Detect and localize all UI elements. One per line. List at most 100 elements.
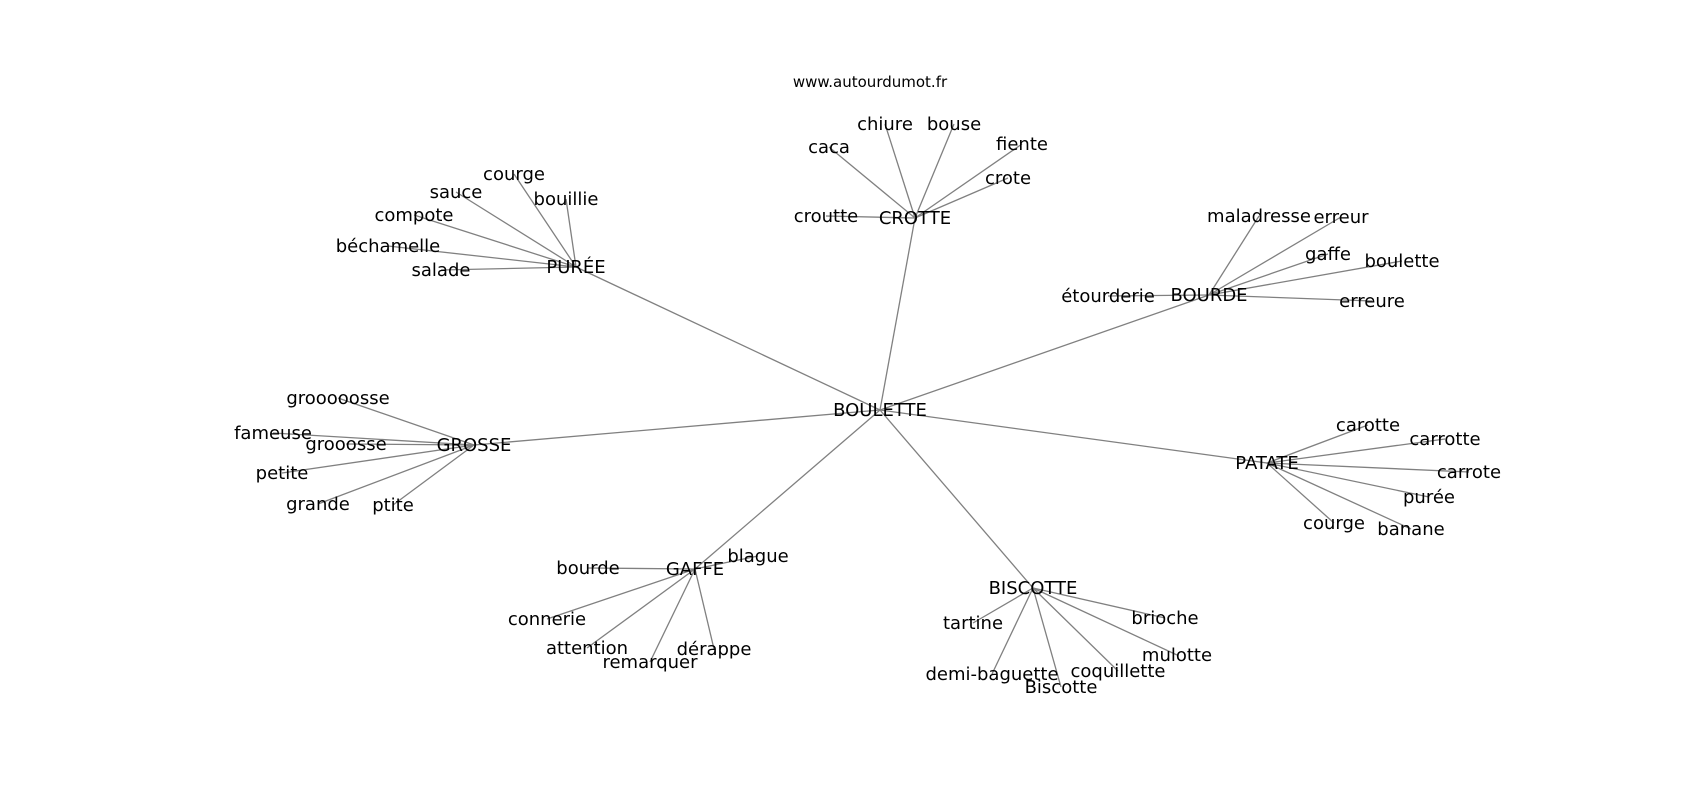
leaf-node-label[interactable]: purée (1403, 487, 1455, 508)
edge-hub-leaf (694, 568, 715, 650)
edge-hub-leaf (649, 568, 696, 663)
edge-center-hub (879, 409, 1268, 464)
leaf-node-label[interactable]: crote (985, 168, 1031, 189)
edge-hub-leaf (884, 123, 916, 219)
edge-hub-leaf (914, 143, 1023, 219)
edge-hub-leaf (317, 444, 475, 505)
edge-hub-leaf (455, 191, 577, 268)
hub-node-label[interactable]: PATATE (1235, 453, 1299, 474)
leaf-node-label[interactable]: chiure (857, 114, 913, 135)
leaf-node-label[interactable]: sauce (430, 182, 483, 203)
edge-hub-leaf (1032, 587, 1062, 688)
leaf-node-label[interactable]: erreure (1339, 291, 1405, 312)
leaf-node-label[interactable]: bouillie (534, 189, 599, 210)
leaf-node-label[interactable]: ptite (372, 495, 414, 516)
leaf-node-label[interactable]: étourderie (1061, 286, 1155, 307)
leaf-node-label[interactable]: carrotte (1409, 429, 1480, 450)
hub-node-label[interactable]: PURÉE (546, 256, 605, 278)
leaf-node-label[interactable]: salade (412, 260, 471, 281)
edge-hub-leaf (1032, 587, 1166, 619)
leaf-node-label[interactable]: fameuse (234, 423, 312, 444)
edge-hub-leaf (828, 146, 916, 219)
edge-center-hub (473, 409, 881, 446)
leaf-node-label[interactable]: caca (808, 137, 850, 158)
hub-node-label[interactable]: CROTTE (879, 208, 951, 229)
edge-hub-leaf (1266, 462, 1430, 498)
edge-hub-leaf (546, 568, 696, 620)
edge-hub-leaf (587, 567, 696, 570)
leaf-node-label[interactable]: béchamelle (336, 236, 441, 257)
edge-hub-leaf (1266, 462, 1470, 473)
edge-hub-leaf (1266, 462, 1412, 530)
edge-center-hub (694, 409, 881, 570)
edge-hub-leaf (387, 245, 577, 268)
leaf-node-label[interactable]: banane (1377, 519, 1444, 540)
leaf-node-label[interactable]: petite (256, 463, 309, 484)
leaf-node-label[interactable]: courge (1303, 513, 1365, 534)
leaf-node-label[interactable]: carotte (1336, 415, 1400, 436)
leaf-node-label[interactable]: tartine (943, 613, 1003, 634)
edge-hub-leaf (1208, 215, 1260, 296)
edge-center-hub (575, 266, 881, 411)
edge-hub-leaf (1266, 462, 1335, 524)
leaf-node-label[interactable]: remarquer (602, 652, 698, 673)
hub-node-label[interactable]: BISCOTTE (989, 578, 1078, 599)
edge-hub-leaf (281, 444, 475, 474)
leaf-node-label[interactable]: courge (483, 164, 545, 185)
hub-node-label[interactable]: GAFFE (666, 559, 724, 580)
leaf-node-label[interactable]: Biscotte (1025, 677, 1098, 698)
leaf-node-label[interactable]: fiente (996, 134, 1048, 155)
edge-hub-leaf (914, 177, 1009, 219)
edge-hub-leaf (825, 215, 916, 219)
edge-hub-leaf (1208, 294, 1373, 302)
leaf-node-label[interactable]: compote (374, 205, 453, 226)
leaf-node-label[interactable]: brioche (1131, 608, 1198, 629)
leaf-node-label[interactable]: boulette (1364, 251, 1439, 272)
edge-hub-leaf (694, 555, 759, 570)
edge-hub-leaf (1208, 260, 1403, 296)
edge-hub-leaf (1032, 587, 1119, 672)
hub-node-label[interactable]: GROSSE (437, 435, 512, 456)
leaf-node-label[interactable]: carrote (1437, 462, 1501, 483)
edge-hub-leaf (272, 432, 475, 446)
edge-hub-leaf (991, 587, 1034, 675)
edge-hub-leaf (914, 123, 955, 219)
graph-edges (272, 123, 1470, 688)
edge-hub-leaf (1107, 294, 1210, 297)
leaf-node-label[interactable]: coquillette (1070, 661, 1165, 682)
edge-center-hub (879, 294, 1210, 411)
leaf-node-label[interactable]: grooooosse (286, 388, 389, 409)
leaf-node-label[interactable]: bourde (556, 558, 619, 579)
leaf-node-label[interactable]: grooosse (305, 434, 386, 455)
hub-node-label[interactable]: BOURDE (1170, 285, 1247, 306)
leaf-node-label[interactable]: mulotte (1142, 645, 1212, 666)
leaf-node-label[interactable]: gaffe (1305, 244, 1351, 265)
leaf-node-label[interactable]: blague (727, 546, 788, 567)
edge-center-hub (879, 409, 1034, 589)
edge-hub-leaf (392, 444, 475, 506)
edge-hub-leaf (337, 397, 475, 446)
site-url[interactable]: www.autourdumot.fr (793, 73, 948, 91)
edge-hub-leaf (1266, 438, 1446, 464)
edge-hub-leaf (1266, 424, 1369, 464)
edge-hub-leaf (440, 266, 577, 271)
edge-hub-leaf (1208, 253, 1329, 296)
edge-hub-leaf (413, 214, 577, 268)
edge-hub-leaf (586, 568, 696, 649)
edge-hub-leaf (1208, 216, 1342, 296)
edge-center-hub (879, 217, 916, 411)
edge-hub-leaf (972, 587, 1034, 624)
leaf-node-label[interactable]: croutte (794, 206, 859, 227)
leaf-node-label[interactable]: erreur (1313, 207, 1369, 228)
leaf-node-label[interactable]: maladresse (1207, 206, 1311, 227)
leaf-node-label[interactable]: demi-baguette (925, 664, 1058, 685)
leaf-node-label[interactable]: attention (546, 638, 628, 659)
leaf-node-label[interactable]: bouse (927, 114, 981, 135)
leaf-node-label[interactable]: dérappe (677, 639, 752, 660)
center-node-label[interactable]: BOULETTE (833, 400, 927, 421)
leaf-node-label[interactable]: grande (286, 494, 350, 515)
edge-hub-leaf (513, 173, 577, 268)
leaf-node-label[interactable]: connerie (508, 609, 586, 630)
